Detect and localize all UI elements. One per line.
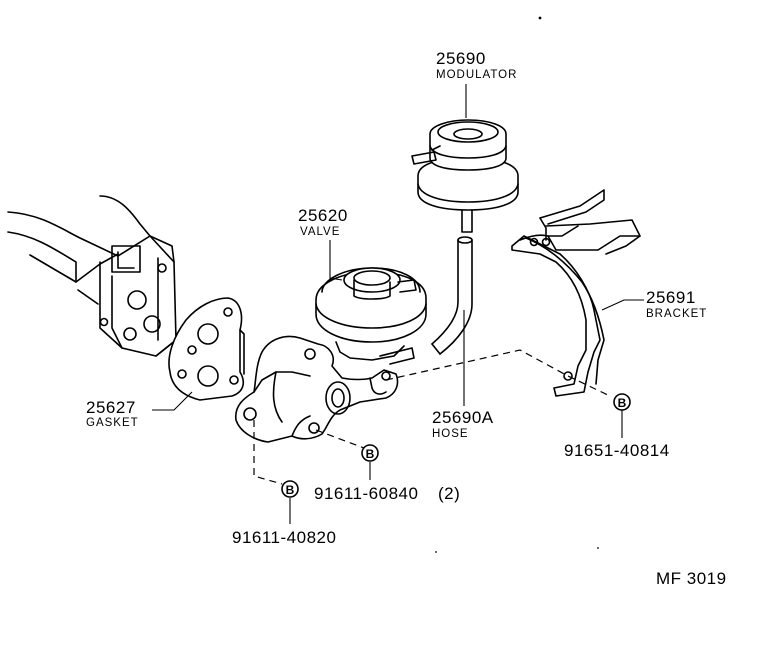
bolt-marker-valve: B	[361, 444, 379, 462]
leader-gasket	[152, 391, 193, 411]
bracket-part-name: BRACKET	[646, 308, 707, 320]
valve-body-illustration	[234, 335, 415, 443]
bolt-marker-bracket: B	[613, 393, 631, 411]
valve-part-name: VALVE	[300, 226, 340, 238]
hose-part-name: HOSE	[432, 428, 469, 440]
figure-code: MF 3019	[656, 569, 727, 588]
bolt-marker-valve-letter: B	[366, 447, 375, 461]
dashed-line-valve-bolt	[315, 429, 365, 449]
modulator-part-name: MODULATOR	[436, 69, 517, 81]
gasket-part-name: GASKET	[86, 417, 139, 429]
bolt-valve-part-number: 91611-60840	[314, 484, 418, 503]
dashed-line-flange-bolt	[253, 420, 283, 485]
bolt-marker-bracket-letter: B	[618, 396, 627, 410]
bolt-flange-part-number: 91611-40820	[232, 528, 336, 547]
bolt-bracket-part-number: 91651-40814	[564, 441, 670, 460]
hose-part-number: 25690A	[432, 408, 494, 427]
scan-speck	[538, 16, 542, 20]
leader-valve	[329, 240, 343, 281]
bracket-part-number: 25691	[646, 288, 696, 307]
egr-valve-illustration	[315, 267, 427, 361]
valve-part-number: 25620	[298, 206, 348, 225]
bolt-valve-quantity: (2)	[438, 484, 460, 503]
bolt-marker-flange-letter: B	[286, 483, 295, 497]
hose-illustration	[431, 236, 473, 355]
bracket-illustration	[511, 189, 641, 397]
modulator-part-number: 25690	[436, 49, 486, 68]
scan-speck	[597, 547, 599, 549]
bolt-marker-flange: B	[281, 480, 299, 498]
scan-speck	[435, 551, 437, 553]
gasket-part-number: 25627	[86, 398, 136, 417]
engine-head-illustration	[7, 195, 177, 357]
leader-bracket	[601, 299, 644, 311]
gasket-illustration	[168, 297, 245, 401]
modulator-illustration	[411, 119, 519, 233]
